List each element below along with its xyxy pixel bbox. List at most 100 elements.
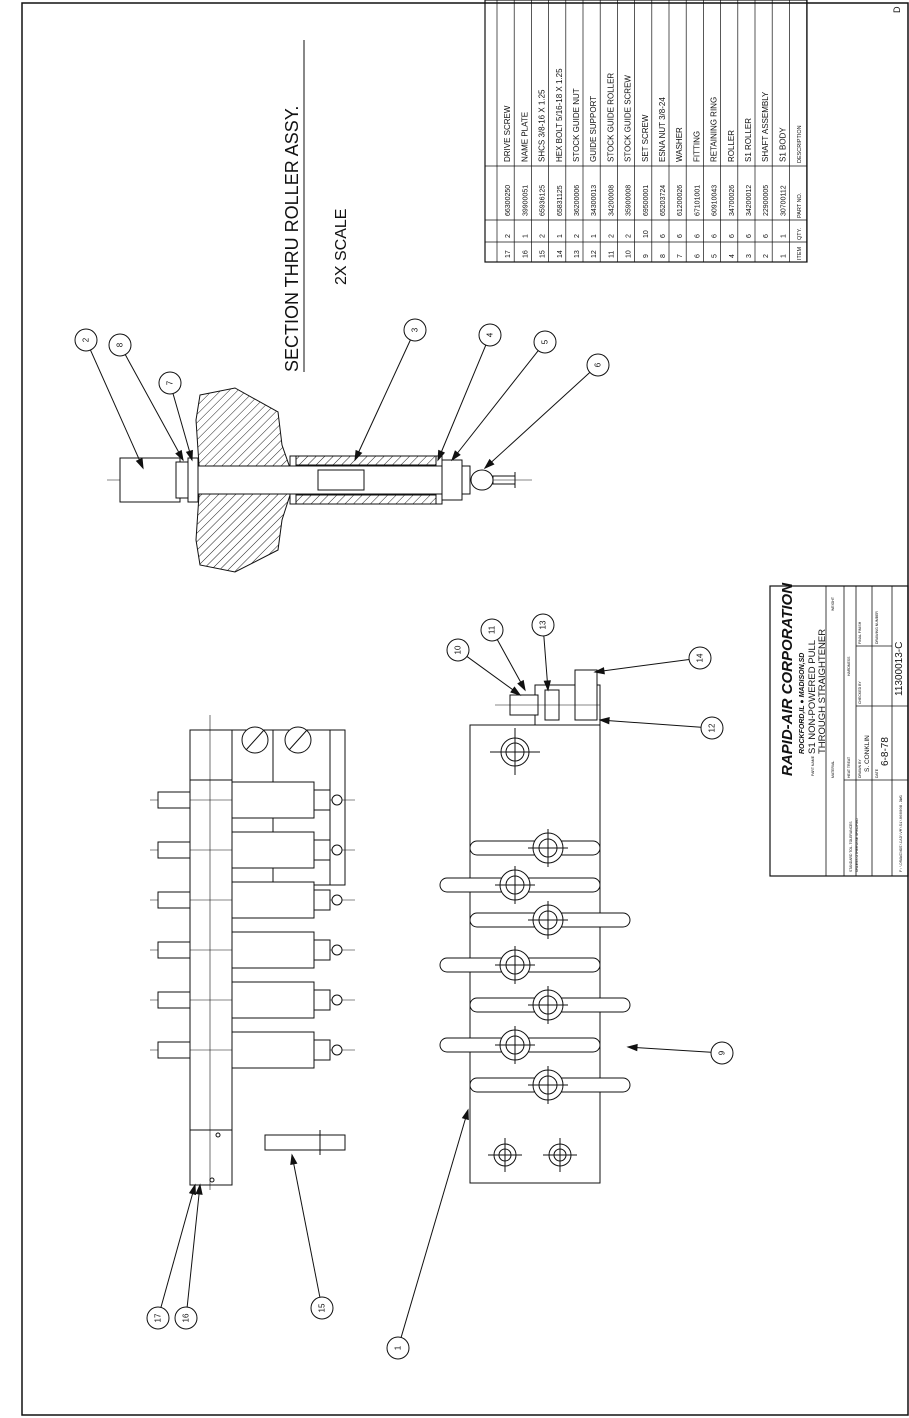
- leader-12: [598, 716, 702, 728]
- svg-text:12: 12: [708, 723, 717, 732]
- bom-row-qty: 1: [780, 234, 787, 238]
- bom-row-qty: 6: [712, 234, 719, 238]
- bom-row-part-no: 61200026: [677, 185, 684, 216]
- bom-row-item: 2: [763, 254, 770, 258]
- balloon-12: 12: [700, 716, 724, 740]
- plan-slots: [439, 829, 631, 1104]
- svg-text:3: 3: [411, 327, 420, 332]
- shcs-bolt: [264, 1134, 346, 1151]
- bom-row-description: RETAINING RING: [710, 97, 719, 162]
- svg-text:16: 16: [182, 1313, 191, 1322]
- bom-row-description: S1 BODY: [778, 127, 787, 162]
- bom-header-item: ITEM: [797, 246, 803, 260]
- bom-row-part-no: 39900051: [522, 185, 529, 216]
- sheet-letter: D: [892, 6, 902, 13]
- balloon-16: 16: [174, 1306, 198, 1330]
- file-path: F:\DRAWINGS\CAD\VM\S1\060008.DWG: [899, 795, 904, 872]
- bom-row-qty: 6: [746, 234, 753, 238]
- bom-header-description: DESCRIPTION: [797, 125, 803, 163]
- side-rollers: [150, 781, 355, 1069]
- adjustment-slot: [439, 946, 601, 984]
- bom-row-description: DRIVE SCREW: [503, 105, 512, 162]
- company-name: RAPID-AIR CORPORATION: [779, 582, 796, 776]
- sheet-border: [21, 2, 909, 1416]
- company-location: ROCKFORD,IL ● MADISON,SD: [799, 653, 806, 754]
- leader-2: [90, 349, 144, 470]
- svg-text:13: 13: [539, 620, 548, 629]
- svg-text:17: 17: [154, 1313, 163, 1322]
- part-name-label: PART NAME: [811, 755, 815, 776]
- bom-row-description: GUIDE SUPPORT: [589, 96, 598, 162]
- bom-row-qty: 1: [557, 234, 564, 238]
- leader-11: [496, 639, 526, 692]
- drawing-number: 11300013-C: [894, 642, 905, 696]
- balloon-17: 17: [146, 1306, 170, 1330]
- svg-text:7: 7: [166, 380, 175, 385]
- bom-row-description: NAME PLATE: [520, 112, 529, 162]
- bom-row-item: 17: [505, 250, 512, 258]
- bom-row-description: WASHER: [675, 127, 684, 162]
- bom-row-description: STOCK GUIDE NUT: [572, 88, 581, 162]
- bom-row-description: STOCK GUIDE ROLLER: [606, 73, 615, 162]
- bom-frame: [484, 0, 808, 263]
- side-roller: [150, 781, 355, 819]
- bom-row-item: 14: [557, 250, 564, 258]
- balloon-8: 8: [108, 333, 132, 357]
- leader-3: [354, 339, 411, 462]
- balloon-7: 7: [158, 371, 182, 395]
- bom-row-item: 3: [746, 254, 753, 258]
- leader-4: [437, 344, 487, 462]
- balloon-1: 1: [386, 1336, 410, 1360]
- balloon-13: 13: [531, 613, 555, 637]
- side-body: [189, 779, 233, 1181]
- bom-row-item: 10: [626, 250, 633, 258]
- leader-16: [186, 1183, 203, 1308]
- title-block: RAPID-AIR CORPORATION ROCKFORD,IL ● MADI…: [769, 582, 909, 877]
- leader-9: [626, 1043, 712, 1053]
- shaft-end-nut: [119, 457, 181, 503]
- bom-row-item: 4: [729, 254, 736, 258]
- balloon-6: 6: [586, 353, 610, 377]
- leader-13: [543, 635, 551, 692]
- date-value: 6-8-78: [880, 737, 891, 766]
- bom-row-qty: 6: [729, 234, 736, 238]
- balloon-3: 3: [403, 318, 427, 342]
- bom-row-item: 6: [694, 254, 701, 258]
- balloon-10: 10: [446, 638, 470, 662]
- drawn-by-value: S. CONKLIN: [864, 735, 871, 772]
- section-roller-assembly: [107, 387, 532, 573]
- bom-row-item: 11: [608, 251, 615, 258]
- bom-row-qty: 1: [522, 234, 529, 238]
- bom-row-item: 13: [574, 250, 581, 258]
- part-name-line-1: S1 NON-POWERED PULL: [807, 640, 818, 754]
- bom-row-part-no: 35900008: [626, 185, 633, 216]
- bom-header-qty: QTY.: [797, 227, 803, 240]
- bom-row-item: 15: [540, 250, 547, 258]
- side-roller: [150, 1031, 355, 1069]
- bom-row-part-no: 67101001: [694, 185, 701, 216]
- balloon-4: 4: [478, 323, 502, 347]
- bom-row-description: SET SCREW: [641, 114, 650, 162]
- svg-text:2: 2: [82, 337, 91, 342]
- checked-by-label: CHECKED BY: [858, 681, 862, 704]
- bom-row-part-no: 34200008: [608, 185, 615, 216]
- adjustment-slot: [469, 829, 601, 867]
- scale-note: 2X SCALE: [333, 209, 350, 285]
- name-plate: [189, 1129, 233, 1186]
- adjustment-slot: [469, 986, 631, 1024]
- bom-row-qty: 1: [591, 234, 598, 238]
- leader-5: [451, 350, 539, 462]
- balloon-9: 9: [710, 1041, 734, 1065]
- bom-row-description: ESNA NUT 3/8-24: [658, 97, 667, 162]
- bom-row-description: S1 ROLLER: [744, 118, 753, 162]
- bom-row-qty: 2: [574, 234, 581, 238]
- leader-17: [160, 1183, 197, 1308]
- balloon-14: 14: [688, 646, 712, 670]
- adjustment-slot: [469, 901, 631, 939]
- svg-text:6: 6: [594, 362, 603, 367]
- bom-row-qty: 2: [626, 234, 633, 238]
- bom-header-part-no: PART NO.: [797, 192, 803, 218]
- leader-7: [172, 393, 193, 462]
